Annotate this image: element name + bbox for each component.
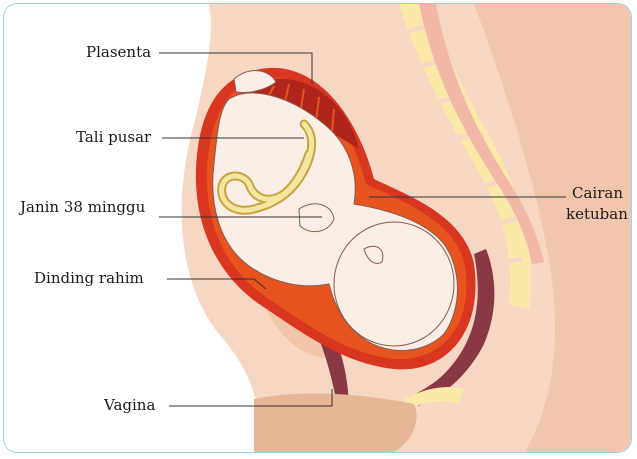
diagram-frame: Plasenta Tali pusar Janin 38 minggu Dind… [3,3,632,453]
label-cairan-line1: Cairan [572,184,623,202]
label-plasenta: Plasenta [86,43,151,61]
pregnancy-illustration [4,4,632,453]
lower-shadow [254,394,417,453]
label-janin: Janin 38 minggu [20,198,145,216]
label-dinding-rahim: Dinding rahim [34,269,144,287]
fetus-head [334,222,454,346]
label-cairan-line2: ketuban [566,205,628,223]
label-tali-pusar: Tali pusar [76,128,151,146]
label-vagina: Vagina [104,396,155,414]
